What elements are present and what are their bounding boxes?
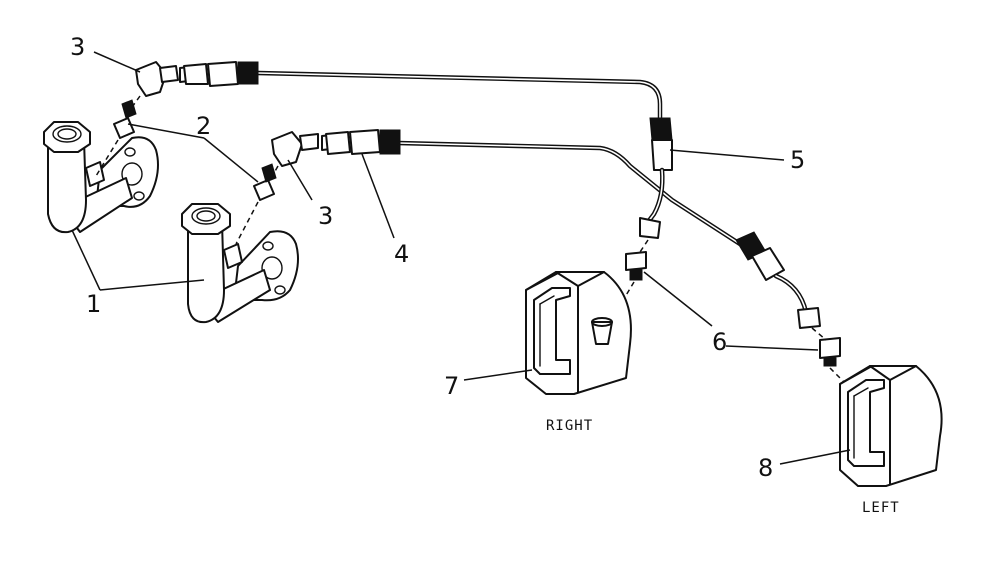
block-left: [839, 365, 943, 487]
label-right: RIGHT: [546, 418, 593, 434]
leader-3b: [287, 159, 313, 201]
hose-lower: [395, 140, 743, 247]
hose-branch-left: [735, 231, 821, 329]
callout-1: 1: [86, 290, 101, 318]
leader-2a: [127, 123, 205, 139]
leader-1a: [71, 229, 101, 291]
nipple-left: [811, 327, 849, 387]
leader-1b: [99, 279, 205, 291]
callout-7: 7: [444, 372, 459, 400]
callout-4: 4: [394, 240, 409, 268]
adapter-lower: [235, 163, 277, 245]
label-left: LEFT: [862, 500, 900, 516]
block-right: [525, 271, 632, 395]
hose-end-upper: [183, 61, 259, 87]
elbow-fitting-lower: [181, 203, 299, 324]
leader-4: [361, 153, 395, 239]
hose-assembly-5: [639, 117, 673, 239]
callout-3-upper: 3: [70, 33, 85, 61]
leader-5: [669, 149, 785, 161]
leader-lines: [71, 51, 851, 465]
elbow-fitting-upper: [43, 121, 159, 234]
leader-8: [779, 449, 851, 465]
callout-5: 5: [790, 146, 805, 174]
leader-6b: [725, 345, 819, 351]
callout-2: 2: [196, 112, 211, 140]
callout-3-lower: 3: [318, 202, 333, 230]
adapter-upper: [95, 99, 137, 177]
callout-6: 6: [712, 328, 727, 356]
leader-7: [463, 369, 533, 381]
hose-upper: [255, 70, 663, 123]
leader-3a: [93, 51, 141, 73]
callout-8: 8: [758, 454, 773, 482]
leader-6a: [643, 271, 713, 327]
leader-2b: [203, 137, 259, 183]
hose-end-lower: [325, 129, 401, 155]
